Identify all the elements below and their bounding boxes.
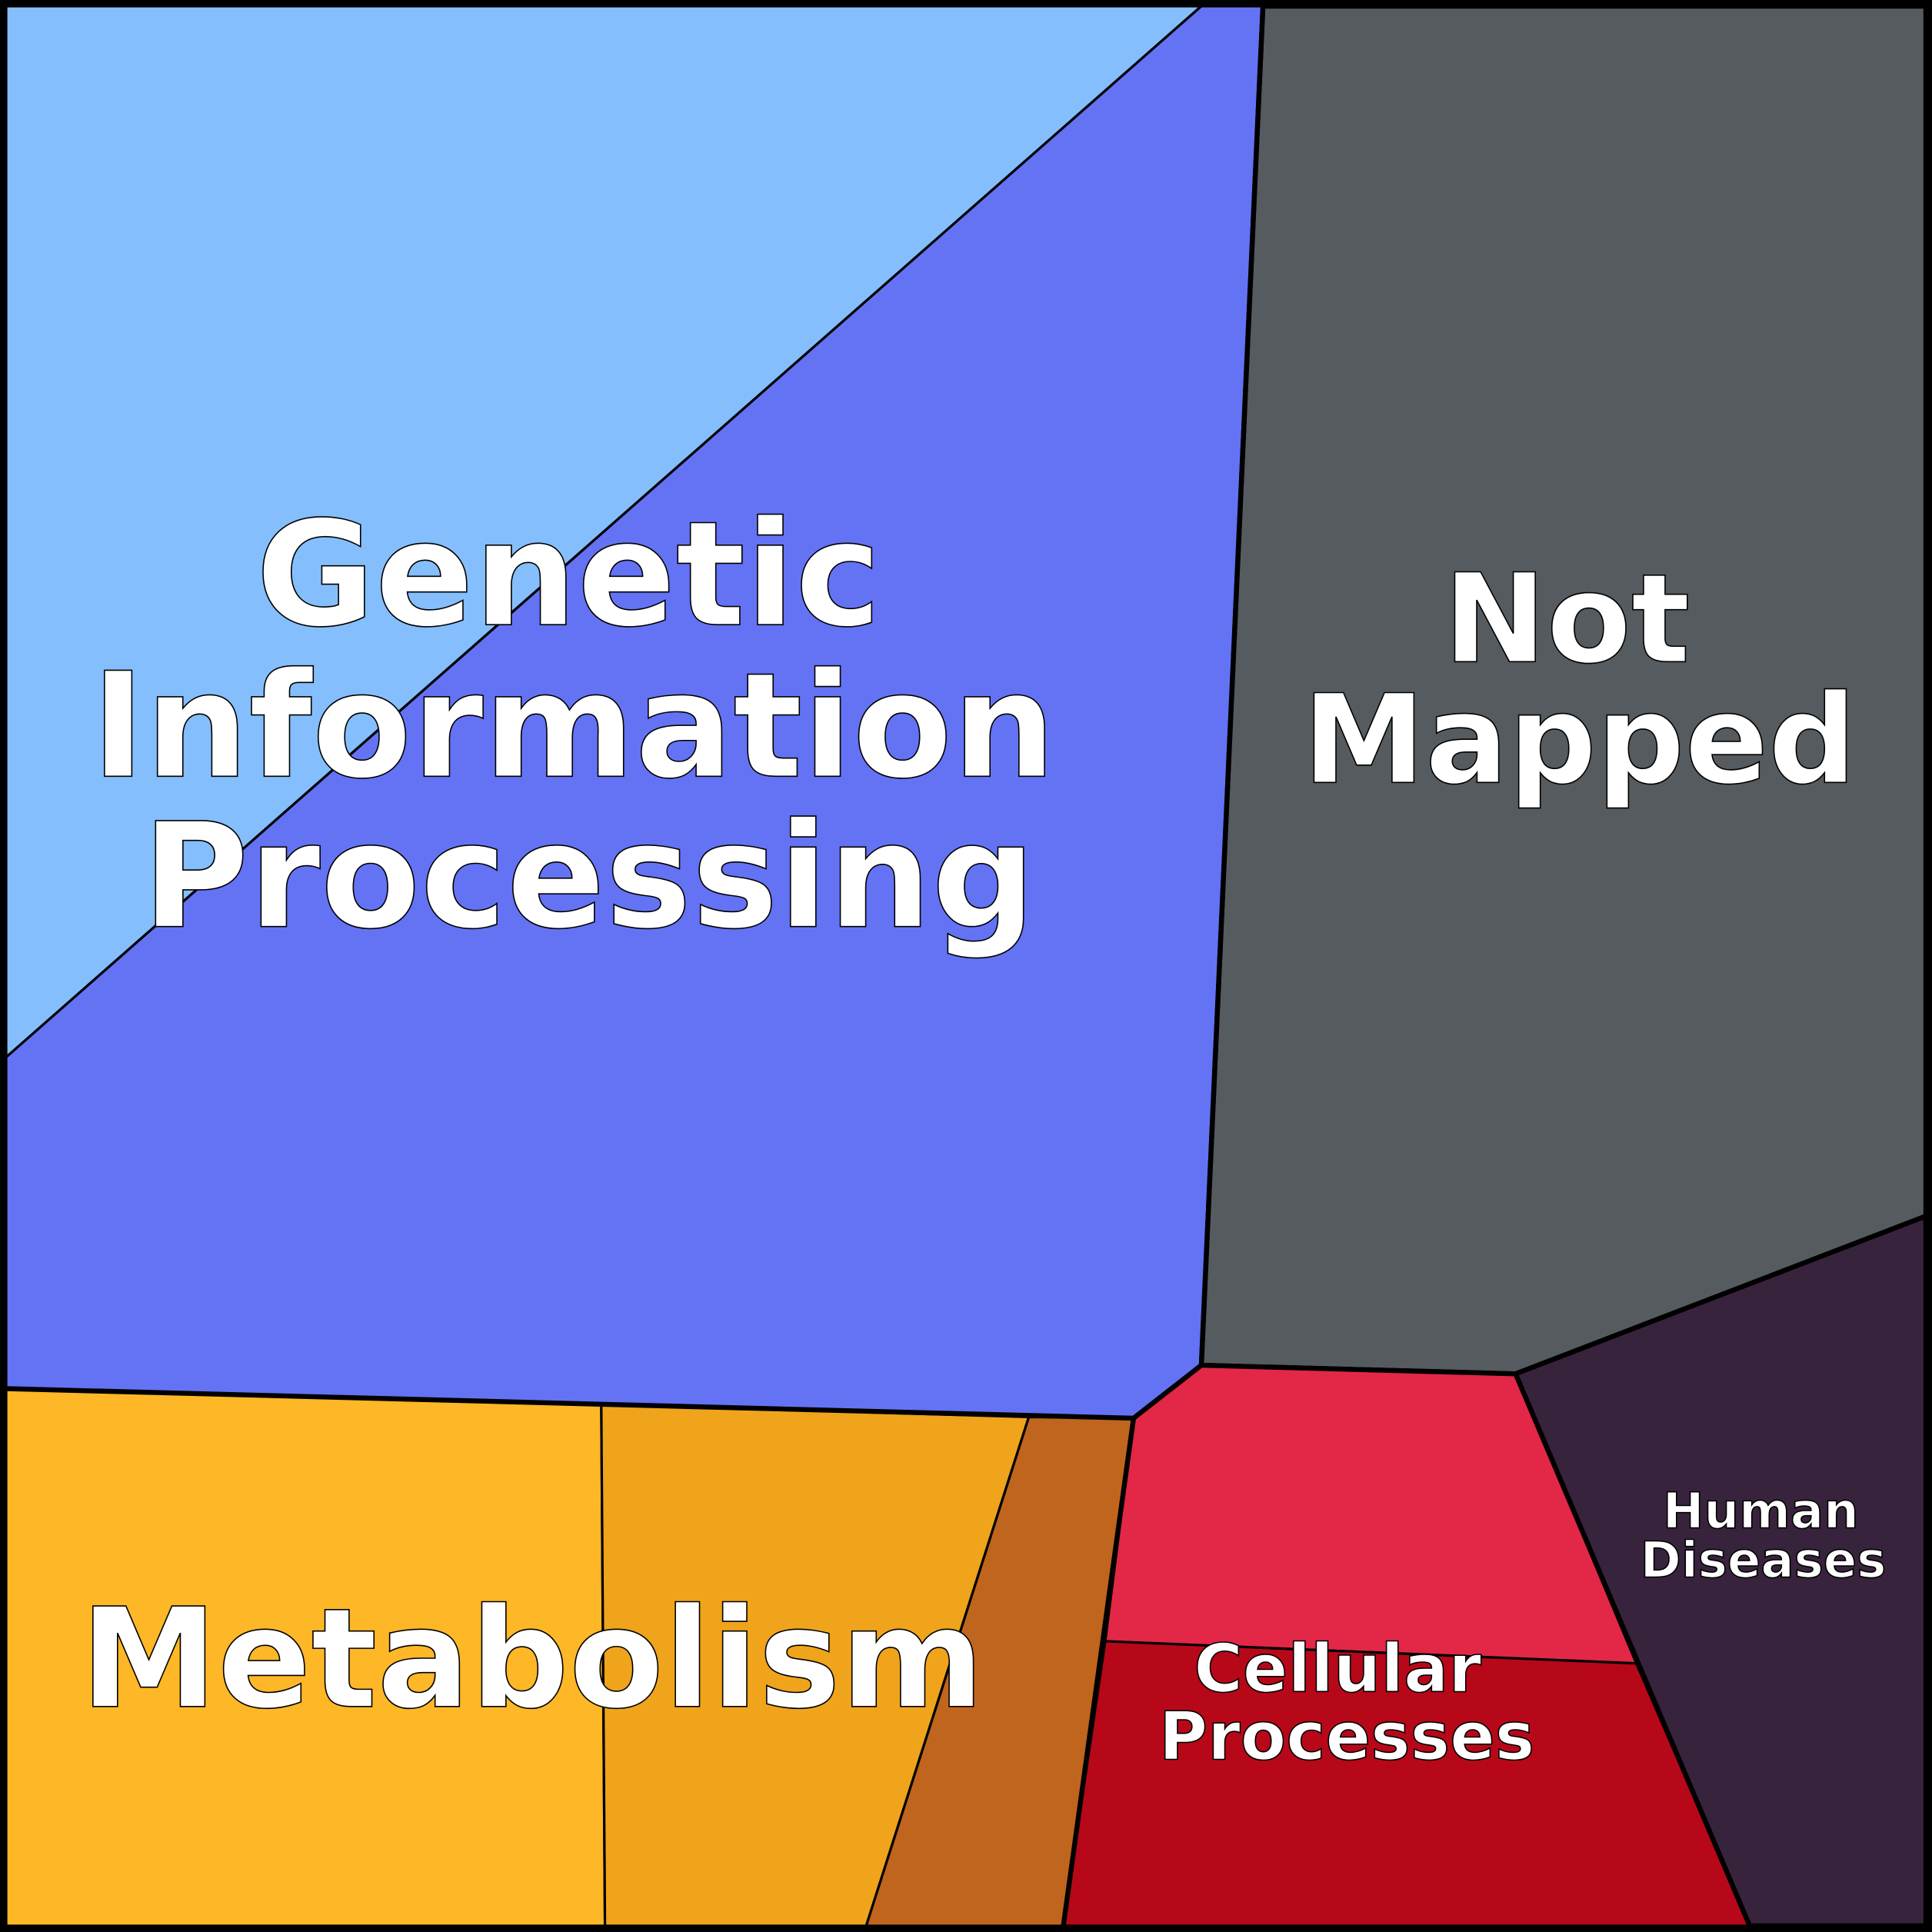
label-human-diseases: Human Diseases [1641, 1484, 1887, 1590]
label-metabolism: Metabolism [80, 1579, 984, 1740]
category-border [1061, 1417, 1137, 1927]
label-cellular: Cellular Processes [1159, 1631, 1535, 1776]
label-not-mapped: Not Mapped [1303, 547, 1857, 811]
category-border [1201, 1362, 1752, 1927]
category-border [5, 5, 1266, 1421]
label-genetic: Genetic Information Processing [91, 490, 1106, 961]
